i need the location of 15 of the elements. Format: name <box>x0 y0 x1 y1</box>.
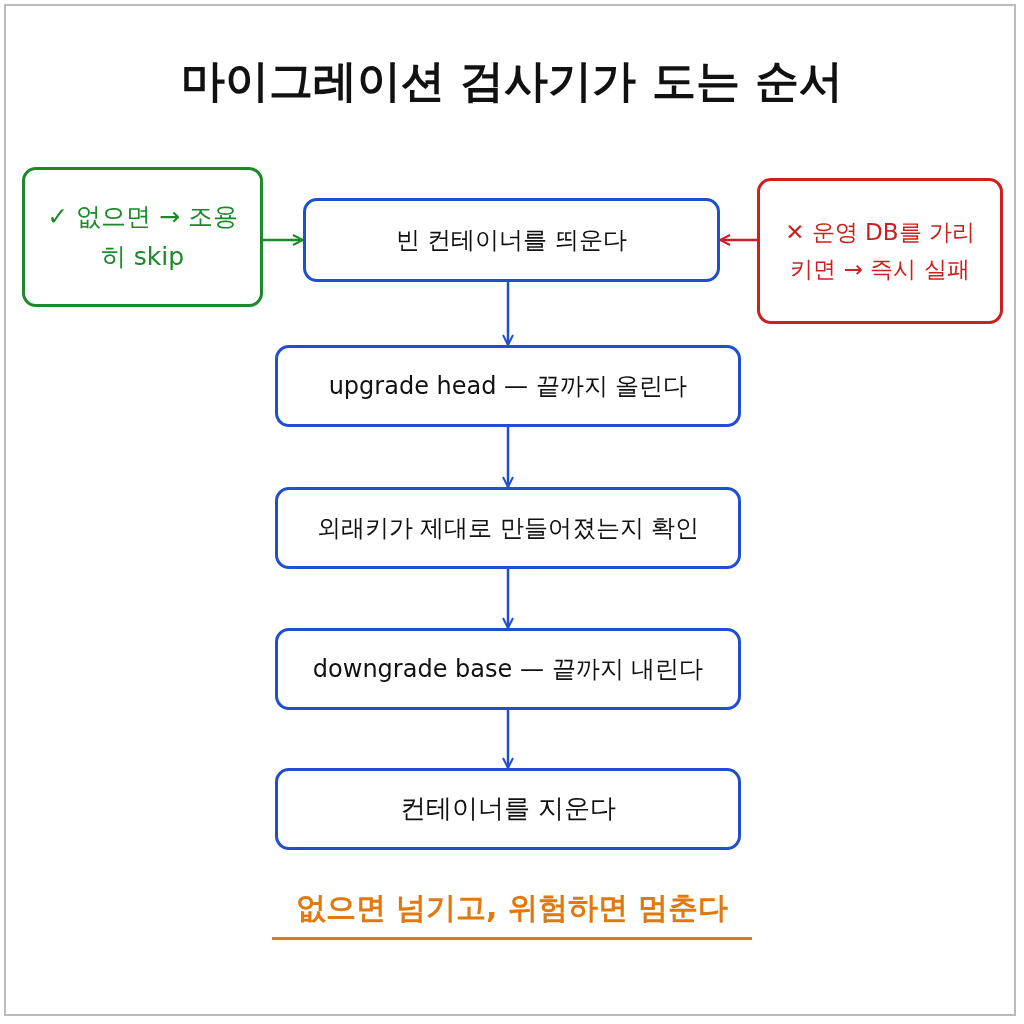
arrow <box>502 710 514 769</box>
process-box: 컨테이너를 지운다 <box>275 768 741 850</box>
arrow <box>719 234 757 246</box>
process-box: 빈 컨테이너를 띄운다 <box>303 198 720 282</box>
process-box: 외래키가 제대로 만들어졌는지 확인 <box>275 487 741 569</box>
title: 마이그레이션 검사기가 도는 순서 <box>180 54 844 108</box>
caption: 없으면 넘기고, 위험하면 멈춘다 <box>272 888 752 940</box>
note-box: ✕ 운영 DB를 가리키면 → 즉시 실패 <box>757 178 1003 324</box>
arrow <box>502 282 514 346</box>
arrow <box>502 569 514 629</box>
arrow <box>502 427 514 488</box>
arrow <box>263 234 304 246</box>
process-box: downgrade base — 끝까지 내린다 <box>275 628 741 710</box>
process-box: upgrade head — 끝까지 올린다 <box>275 345 741 427</box>
note-box: ✓ 없으면 → 조용히 skip <box>22 167 263 307</box>
